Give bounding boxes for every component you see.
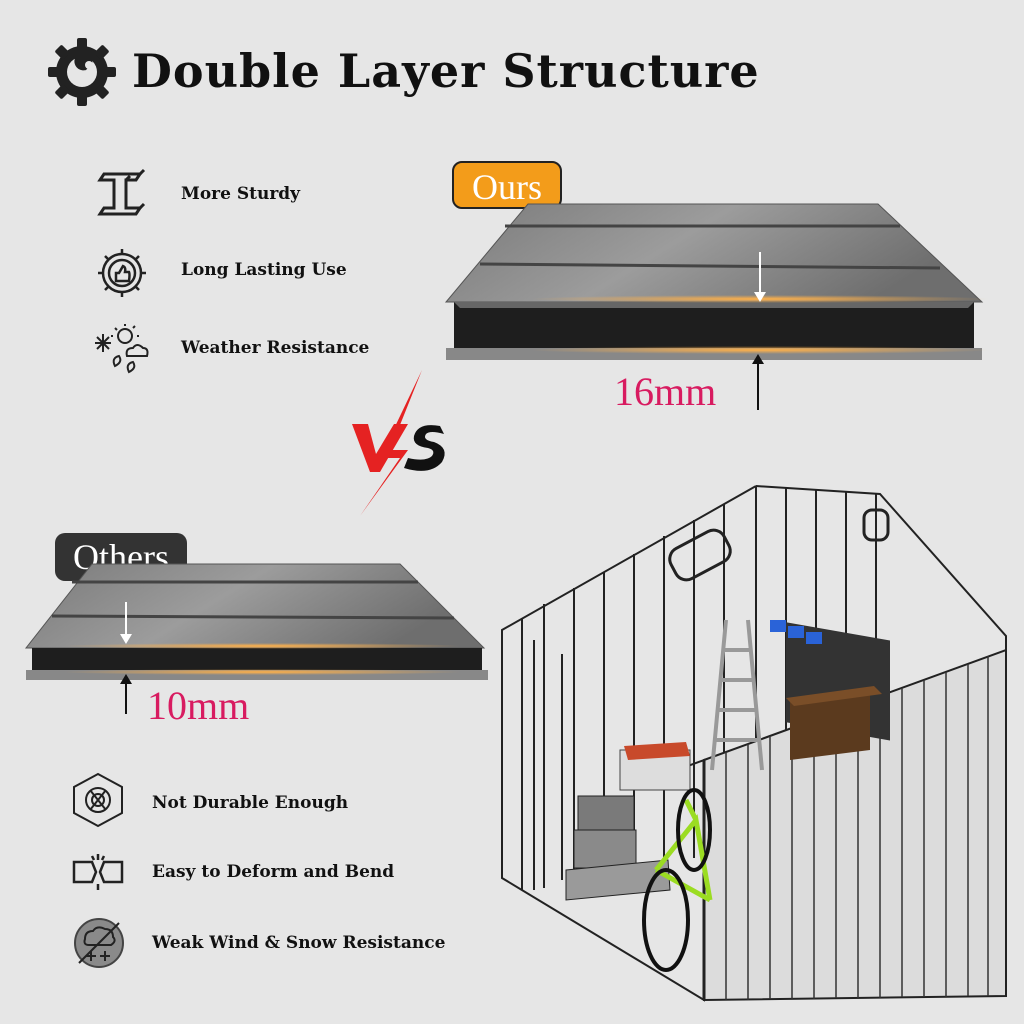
wrench-gear-icon (48, 38, 116, 106)
page-title: Double Layer Structure (132, 44, 760, 98)
bent-bar-icon (72, 854, 124, 890)
weather-icon (95, 324, 149, 374)
vs-icon (352, 370, 445, 516)
others-panel-illustration (24, 563, 488, 714)
gear-thumbs-up-icon (98, 249, 146, 297)
feature-weather-resistance: Weather Resistance (181, 338, 370, 358)
feature-not-durable: Not Durable Enough (152, 793, 349, 813)
ours-panel-illustration (444, 203, 990, 410)
others-thickness-label: 10mm (147, 683, 250, 728)
ours-badge: Ours (452, 161, 562, 209)
wind-snow-icon (74, 918, 124, 968)
feature-easy-deform: Easy to Deform and Bend (152, 862, 395, 882)
broken-hexagon-icon (73, 772, 123, 828)
shed-illustration (501, 485, 1007, 1002)
feature-more-sturdy: More Sturdy (181, 184, 301, 204)
steel-beam-icon (97, 168, 146, 216)
ours-thickness-label: 16mm (614, 369, 717, 414)
feature-long-lasting: Long Lasting Use (181, 260, 347, 280)
feature-weak-wind-snow: Weak Wind & Snow Resistance (152, 933, 446, 953)
